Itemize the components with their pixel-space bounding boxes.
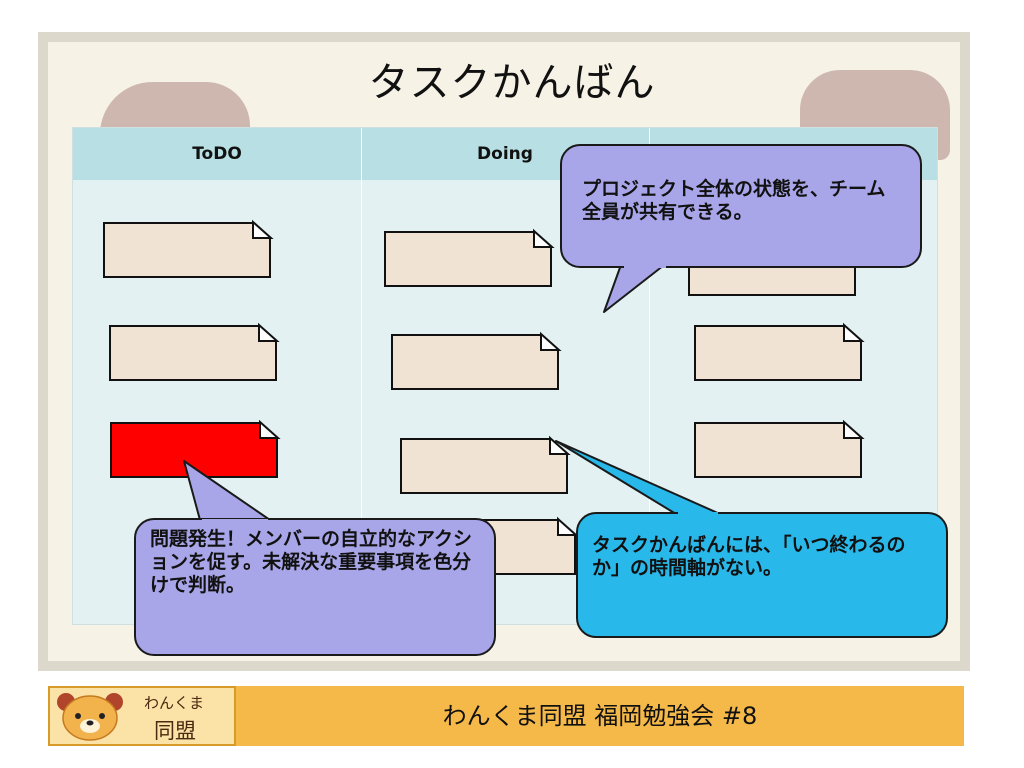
- logo-text: 同盟: [154, 719, 196, 743]
- task-card[interactable]: [103, 222, 271, 278]
- bear-icon: [57, 693, 123, 741]
- callout-no-timeline: タスクかんばんには、「いつ終わるのか」の時間軸がない。: [576, 512, 948, 638]
- footer-text: わんくま同盟 福岡勉強会 #8: [442, 702, 758, 730]
- slide-title: タスクかんばん: [368, 60, 656, 106]
- column-divider: [649, 128, 650, 624]
- task-card[interactable]: [694, 325, 862, 381]
- task-card[interactable]: [694, 422, 862, 478]
- callout-problem: 問題発生！メンバーの自立的なアクションを促す。未解決な重要事項を色分けで判断。: [134, 518, 496, 656]
- task-card[interactable]: [384, 231, 552, 287]
- task-card[interactable]: [400, 438, 568, 494]
- callout-text: 問題発生！メンバーの自立的なアクションを促す。未解決な重要事項を色分けで判断。: [150, 528, 473, 596]
- task-card[interactable]: [391, 334, 559, 390]
- task-card[interactable]: [109, 325, 277, 381]
- column-divider: [361, 128, 362, 624]
- column-header-doing: Doing: [477, 144, 533, 164]
- task-card-alert[interactable]: [110, 422, 278, 478]
- callout-text: プロジェクト全体の状態を、チーム全員が共有できる。: [582, 178, 886, 223]
- callout-shared-status: プロジェクト全体の状態を、チーム全員が共有できる。: [560, 144, 922, 268]
- column-header-todo: ToDO: [192, 144, 242, 164]
- callout-text: タスクかんばんには、「いつ終わるのか」の時間軸がない。: [592, 534, 906, 579]
- logo-text: わんくま: [144, 694, 205, 712]
